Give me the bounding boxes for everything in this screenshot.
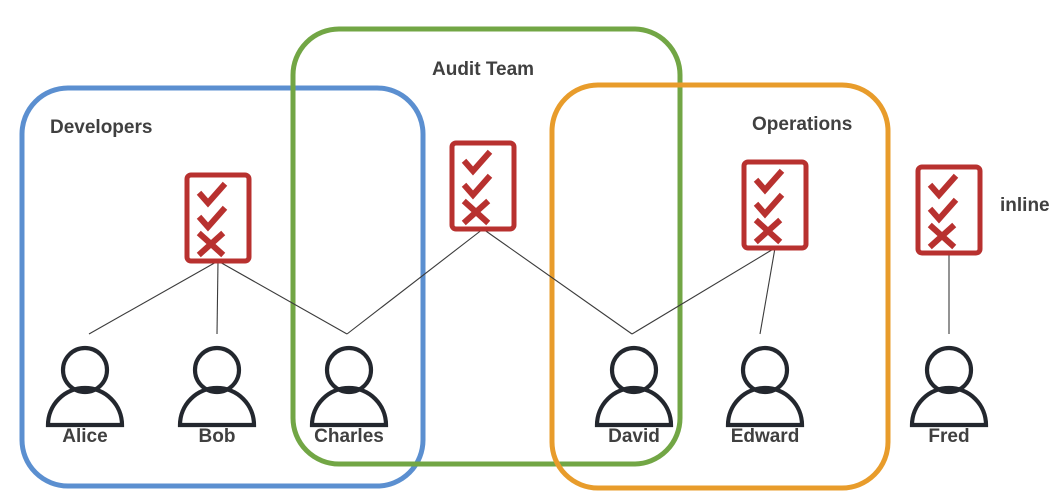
group-label-operations: Operations xyxy=(752,114,852,135)
check-icon xyxy=(927,173,959,200)
cross-icon xyxy=(196,230,226,258)
person-body-icon xyxy=(594,385,674,428)
person-label-fred: Fred xyxy=(928,426,969,447)
connectors-layer xyxy=(88,228,950,335)
policy-developers-icon[interactable] xyxy=(184,172,252,264)
group-box-audit-team[interactable] xyxy=(290,26,683,467)
connector-policy-developers-to-bob xyxy=(216,260,219,335)
person-head-icon xyxy=(924,345,974,395)
person-label-charles: Charles xyxy=(314,426,384,447)
person-label-edward: Edward xyxy=(731,426,800,447)
cross-icon xyxy=(461,198,491,226)
person-head-icon xyxy=(192,345,242,395)
check-icon xyxy=(196,181,228,208)
person-head-icon xyxy=(740,345,790,395)
person-head-icon xyxy=(60,345,110,395)
policies-layer xyxy=(184,140,983,264)
people-layer xyxy=(45,345,989,428)
group-box-developers[interactable] xyxy=(19,85,426,489)
group-boxes-layer xyxy=(19,26,891,491)
policy-operations-icon[interactable] xyxy=(741,159,809,251)
annotation-inline: inline xyxy=(1000,195,1050,216)
person-body-icon xyxy=(45,385,125,428)
connector-policy-audit-to-charles xyxy=(346,228,484,335)
cross-icon xyxy=(927,222,957,250)
person-body-icon xyxy=(909,385,989,428)
check-icon xyxy=(196,205,228,232)
connector-policy-operations-to-edward xyxy=(759,247,776,335)
group-label-audit-team: Audit Team xyxy=(432,59,534,80)
person-alice[interactable] xyxy=(45,345,125,428)
check-icon xyxy=(753,168,785,195)
person-fred[interactable] xyxy=(909,345,989,428)
group-label-developers: Developers xyxy=(50,117,152,138)
group-box-operations[interactable] xyxy=(549,82,891,491)
connector-policy-operations-to-david xyxy=(631,247,776,335)
person-label-bob: Bob xyxy=(199,426,236,447)
person-label-david: David xyxy=(608,426,660,447)
person-head-icon xyxy=(324,345,374,395)
check-icon xyxy=(461,173,493,200)
person-label-alice: Alice xyxy=(62,426,107,447)
person-head-icon xyxy=(609,345,659,395)
connector-policy-audit-to-david xyxy=(482,228,633,335)
connector-policy-developers-to-alice xyxy=(88,260,219,335)
person-david[interactable] xyxy=(594,345,674,428)
person-charles[interactable] xyxy=(309,345,389,428)
check-icon xyxy=(461,149,493,176)
person-body-icon xyxy=(309,385,389,428)
policy-inline-icon[interactable] xyxy=(915,164,983,256)
person-edward[interactable] xyxy=(725,345,805,428)
person-body-icon xyxy=(725,385,805,428)
connector-policy-developers-to-charles xyxy=(217,260,348,335)
check-icon xyxy=(927,197,959,224)
person-body-icon xyxy=(177,385,257,428)
policy-audit-icon[interactable] xyxy=(449,140,517,232)
person-bob[interactable] xyxy=(177,345,257,428)
check-icon xyxy=(753,192,785,219)
cross-icon xyxy=(753,217,783,245)
